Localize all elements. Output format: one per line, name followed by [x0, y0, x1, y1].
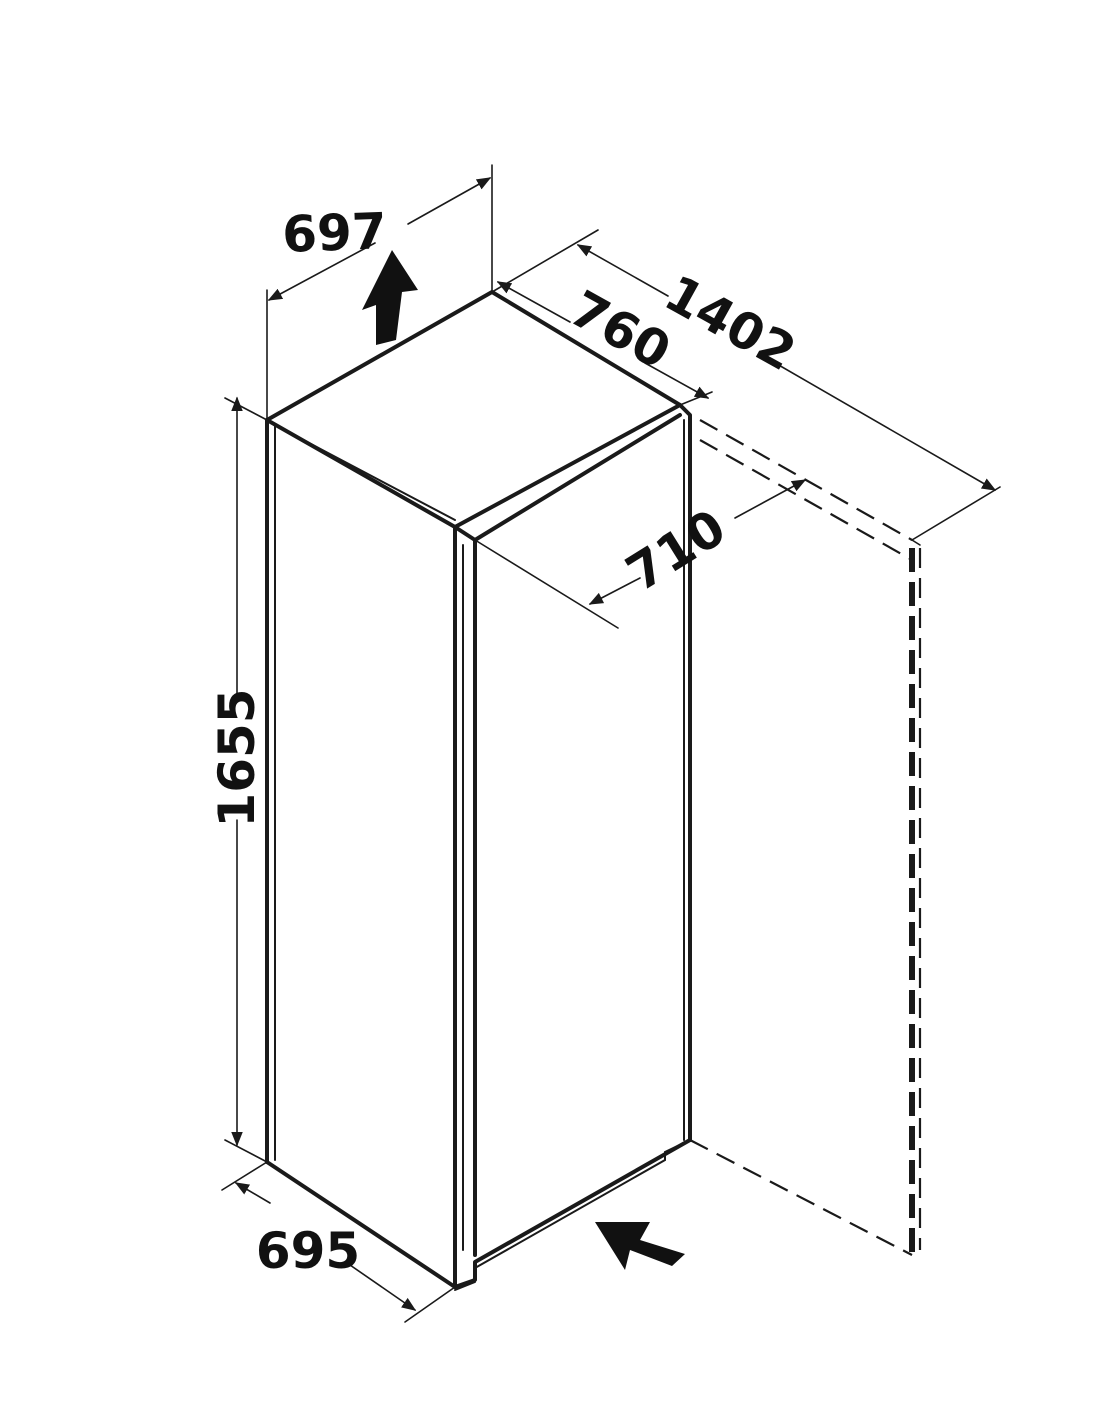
- dim-1655: 1655: [208, 396, 268, 1163]
- dim-line: [576, 244, 669, 297]
- dim-line: [734, 479, 807, 519]
- dim-line: [769, 359, 997, 491]
- door-bottom-edge: [453, 1138, 692, 1289]
- extension-line: [224, 1139, 268, 1163]
- top-inner-edge: [274, 424, 456, 521]
- dim-label-1402: 1402: [655, 264, 805, 382]
- plinth-line: [474, 1139, 691, 1269]
- dim-line: [234, 1182, 271, 1204]
- arrow-diagonal-icon: [595, 1222, 685, 1270]
- door-top-edge: [473, 413, 682, 542]
- door-swing-top-dash-2: [699, 439, 913, 561]
- dim-line: [267, 242, 376, 301]
- door-swing-bottom-dash: [689, 1139, 913, 1256]
- dim-line: [349, 1264, 417, 1311]
- extension-line: [221, 1161, 268, 1191]
- door-swing-top-dash: [699, 419, 913, 541]
- extension-line: [911, 486, 1001, 541]
- bottom-left-edge: [265, 1160, 457, 1289]
- arrow-diagonal-icon: [595, 1222, 685, 1270]
- dim-line: [496, 281, 571, 323]
- dim-label-1655: 1655: [208, 688, 266, 827]
- extension-line: [491, 229, 599, 293]
- arrow-up-icon: [362, 250, 418, 345]
- arrow-up-icon: [362, 250, 418, 345]
- extension-line: [404, 1286, 456, 1323]
- door-left-edge: [453, 525, 477, 1257]
- dim-label-697: 697: [281, 202, 387, 264]
- dim-label-710: 710: [616, 498, 735, 602]
- dim-line: [407, 177, 492, 225]
- extension-line: [679, 391, 713, 406]
- wall-corner: [911, 539, 921, 546]
- dim-label-695: 695: [256, 1222, 360, 1280]
- dim-line: [644, 362, 710, 399]
- dim-line: [588, 577, 641, 605]
- dim-697: 697: [266, 164, 493, 421]
- dim-710: 710: [474, 479, 807, 629]
- dim-695: 695: [221, 1161, 456, 1323]
- extension-line: [474, 539, 619, 629]
- appliance-body: [265, 290, 692, 1291]
- dim-1402: 1402: [491, 229, 1001, 541]
- right-edge: [678, 403, 692, 1142]
- plinth-foot: [454, 1281, 476, 1291]
- dim-label-760: 760: [561, 279, 680, 380]
- extension-line: [224, 397, 268, 421]
